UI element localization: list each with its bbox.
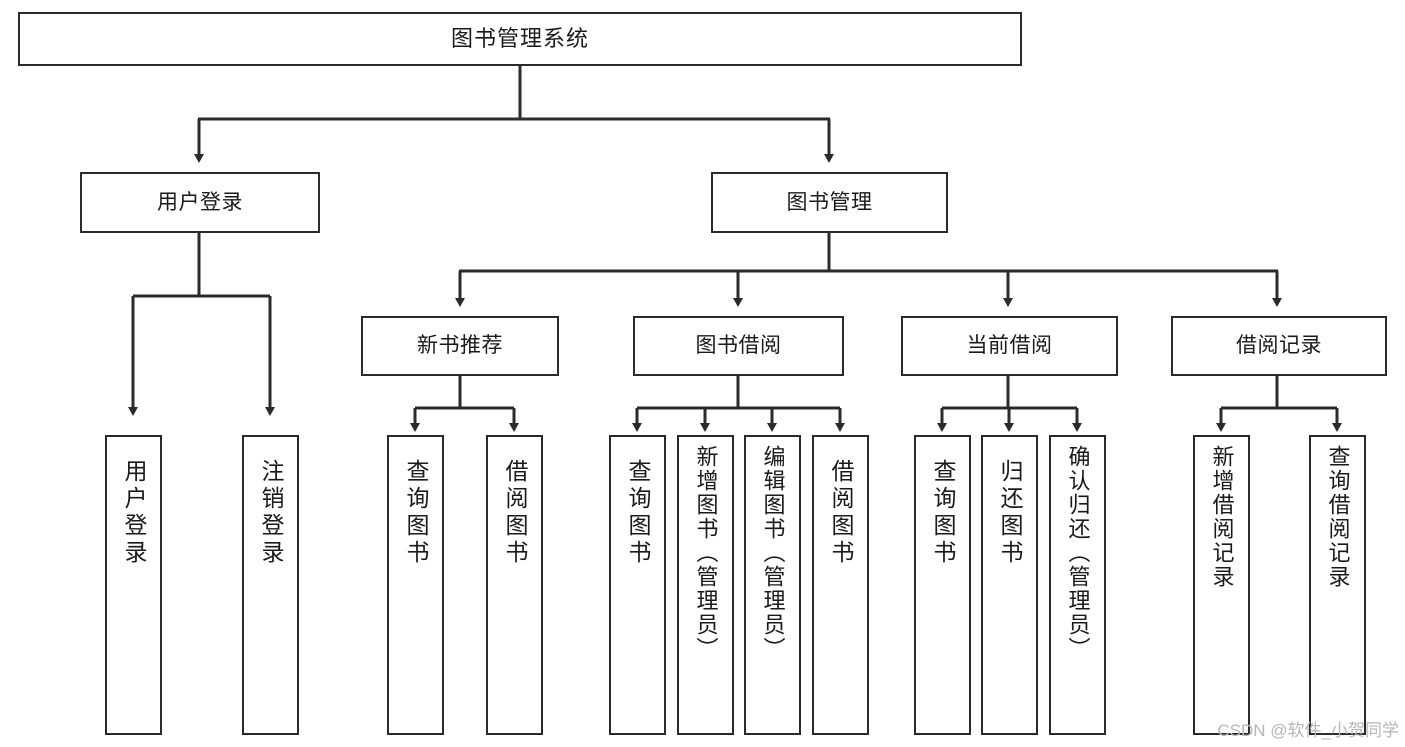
node-user-login[interactable]: 用户登录 — [80, 172, 320, 233]
node-label: 新书推荐 — [417, 334, 503, 358]
leaf-logout-login[interactable]: 注销登录 — [242, 435, 299, 735]
node-label: 归还图书 — [997, 459, 1023, 567]
node-label: 用户登录 — [121, 459, 147, 567]
leaf-query-book-borrow[interactable]: 查询图书 — [609, 435, 666, 735]
node-label: 确认归还（管理员） — [1065, 445, 1091, 661]
node-new-book-recommend[interactable]: 新书推荐 — [361, 316, 559, 376]
node-label: 借阅图书 — [502, 459, 528, 567]
node-label: 编辑图书（管理员） — [760, 445, 786, 661]
node-label: 借阅图书 — [828, 459, 854, 567]
node-label: 查询图书 — [930, 459, 956, 567]
node-label: 查询图书 — [403, 459, 429, 567]
leaf-add-borrow-record[interactable]: 新增借阅记录 — [1193, 435, 1250, 735]
node-label: 借阅记录 — [1236, 334, 1322, 358]
node-label: 新增借阅记录 — [1209, 445, 1235, 589]
node-label: 图书管理 — [786, 190, 873, 214]
leaf-add-book-admin[interactable]: 新增图书（管理员） — [677, 435, 734, 735]
node-borrow-record[interactable]: 借阅记录 — [1171, 316, 1387, 376]
node-label: 图书管理系统 — [450, 25, 589, 51]
leaf-query-book-current[interactable]: 查询图书 — [914, 435, 971, 735]
node-current-borrow[interactable]: 当前借阅 — [901, 316, 1118, 376]
node-label: 查询图书 — [625, 459, 651, 567]
leaf-confirm-return-admin[interactable]: 确认归还（管理员） — [1049, 435, 1106, 735]
leaf-user-login[interactable]: 用户登录 — [105, 435, 162, 735]
leaf-query-book-recommend[interactable]: 查询图书 — [387, 435, 444, 735]
leaf-query-borrow-record[interactable]: 查询借阅记录 — [1309, 435, 1366, 735]
watermark: CSDN @软件_小贺同学 — [1217, 721, 1399, 740]
node-label: 注销登录 — [258, 459, 284, 567]
node-book-borrow[interactable]: 图书借阅 — [633, 316, 844, 376]
leaf-return-book[interactable]: 归还图书 — [981, 435, 1038, 735]
node-label: 当前借阅 — [966, 334, 1053, 358]
node-label: 图书借阅 — [695, 334, 782, 358]
node-label: 用户登录 — [157, 190, 243, 214]
node-label: 新增图书（管理员） — [693, 445, 719, 661]
leaf-borrow-book-borrow[interactable]: 借阅图书 — [812, 435, 869, 735]
leaf-edit-book-admin[interactable]: 编辑图书（管理员） — [744, 435, 801, 735]
node-book-management[interactable]: 图书管理 — [711, 172, 948, 233]
leaf-borrow-book-recommend[interactable]: 借阅图书 — [486, 435, 543, 735]
node-root-book-management-system[interactable]: 图书管理系统 — [18, 12, 1022, 66]
node-label: 查询借阅记录 — [1325, 445, 1351, 589]
